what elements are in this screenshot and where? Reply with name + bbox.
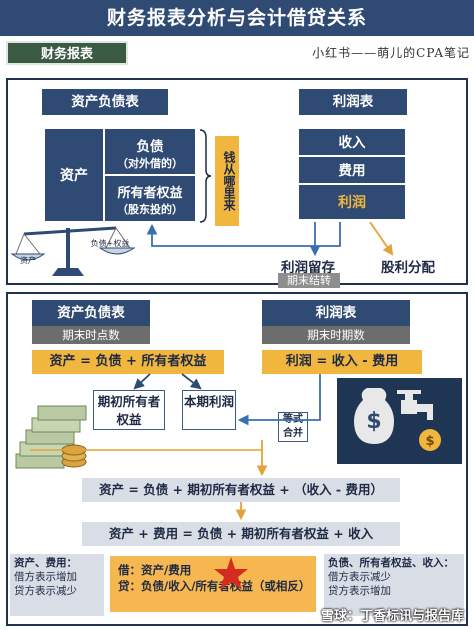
section-tab[interactable]: 财务报表: [6, 41, 128, 65]
retained-earnings-label: 利润留存: [281, 260, 335, 276]
right-note-line1: 借方表示减少: [328, 571, 391, 583]
balance-equation: 资产 = 负债 + 所有者权益: [32, 350, 224, 374]
svg-text:$: $: [425, 434, 434, 449]
top-panel: [6, 78, 468, 285]
equity-sub: （股东投的）: [117, 203, 183, 216]
merged-equation: 资产 = 负债 + 期初所有者权益 + （收入 - 费用）: [82, 478, 400, 502]
left-debit-credit-note: 资产、费用： 借方表示增加 贷方表示减少: [10, 554, 104, 616]
bottom-is-sub: 期末时期数: [262, 326, 410, 344]
journal-entry-box: 借：资产/费用 贷：负债/收入/所有者权益（或相反）: [110, 556, 316, 612]
equivalent-merge-box: 等式合并: [278, 412, 308, 442]
right-note-line2: 贷方表示增加: [328, 585, 391, 597]
bottom-is-header: 利润表: [262, 300, 410, 326]
equity-label: 所有者权益: [117, 186, 183, 201]
page-title: 财务报表分析与会计借贷关系: [0, 0, 474, 36]
center-line2: 贷：负债/收入/所有者权益（或相反）: [118, 579, 311, 593]
asset-label: 资产: [60, 168, 88, 184]
liability-sub: （对外借的）: [117, 157, 183, 170]
bottom-panel: [6, 292, 468, 626]
current-profit-box: 本期利润: [182, 390, 236, 430]
profit-box: 利润: [298, 184, 406, 220]
money-tap-illustration: $ $: [337, 378, 462, 464]
profit-label: 利润: [338, 195, 366, 211]
income-label: 收入: [338, 135, 366, 151]
watermark-text: 小红书——萌儿的CPA笔记: [312, 46, 470, 60]
period-end-transfer-label: 期末结转: [278, 273, 340, 288]
bottom-bs-header: 资产负债表: [32, 300, 150, 326]
bottom-bs-sub: 期末时点数: [32, 326, 150, 344]
income-box: 收入: [298, 128, 406, 156]
liability-box: 负债 （对外借的）: [104, 128, 196, 175]
svg-text:$: $: [366, 409, 381, 434]
source-of-money-label: 钱从哪里来: [215, 136, 239, 226]
asset-box: 资产: [44, 128, 104, 222]
final-equation: 资产 + 费用 = 负债 + 期初所有者权益 + 收入: [82, 522, 400, 546]
equity-box: 所有者权益 （股东投的）: [104, 175, 196, 222]
income-statement-header: 利润表: [299, 89, 407, 115]
money-stack-illustration: [12, 398, 92, 476]
right-debit-credit-note: 负债、所有者权益、收入： 借方表示减少 贷方表示增加: [324, 554, 464, 616]
left-note-line2: 贷方表示减少: [14, 585, 77, 597]
profit-equation: 利润 = 收入 - 费用: [262, 350, 422, 374]
liability-label: 负债: [136, 139, 164, 155]
expense-label: 费用: [338, 163, 366, 179]
left-note-title: 资产、费用：: [14, 557, 77, 569]
balance-sheet-header: 资产负债表: [42, 89, 168, 115]
opening-equity-box: 期初所有者权益: [93, 390, 165, 430]
left-note-line1: 借方表示增加: [14, 571, 77, 583]
expense-box: 费用: [298, 156, 406, 184]
dividend-label: 股利分配: [381, 260, 435, 276]
center-line1: 借：资产/费用: [118, 563, 192, 577]
footer-watermark: 雪球：丁香标讯与报告库: [320, 609, 464, 624]
right-note-title: 负债、所有者权益、收入：: [328, 557, 454, 569]
